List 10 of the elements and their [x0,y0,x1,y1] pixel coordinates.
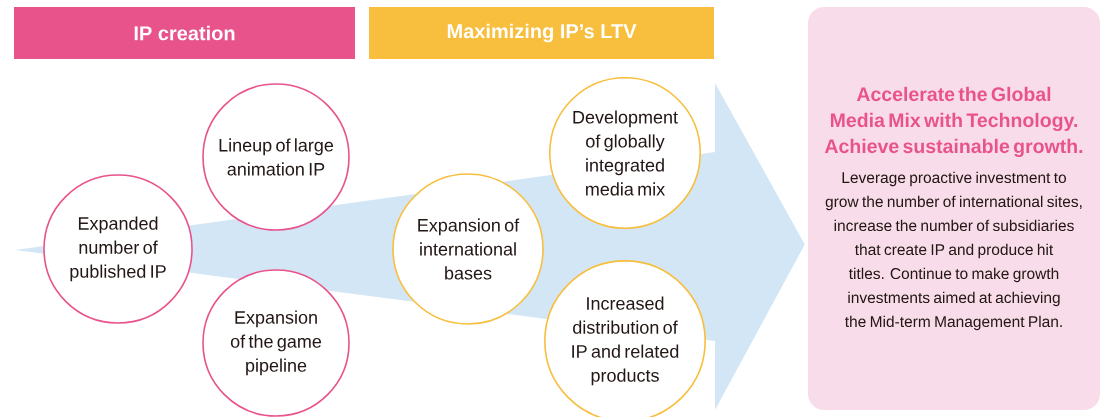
circle-node: Expanded number of published IP [43,174,193,324]
circle-node: Increased distribution of IP and related products [544,260,706,417]
node-label: Expansion of the game pipeline [230,310,322,376]
circle-node: Lineup of large animation IP [202,83,350,231]
goal-panel: Accelerate the Global Media Mix with Technology. Achieve sustainable growth. Leverage proactive investment to grow the number of international sites, increase the number of subsidiaries that create IP and produce hit titles. Continue to make growth investments aimed at achieving the Mid-term Management Plan. [808,7,1100,410]
circle-node: Expansion of the game pipeline [202,269,350,417]
phase-banner: Maximizing IP’s LTV [369,7,714,59]
phase-banner: IP creation [14,7,355,59]
circle-node: Expansion of international bases [392,173,544,325]
circle-node: Development of globally integrated media mix [549,76,702,229]
